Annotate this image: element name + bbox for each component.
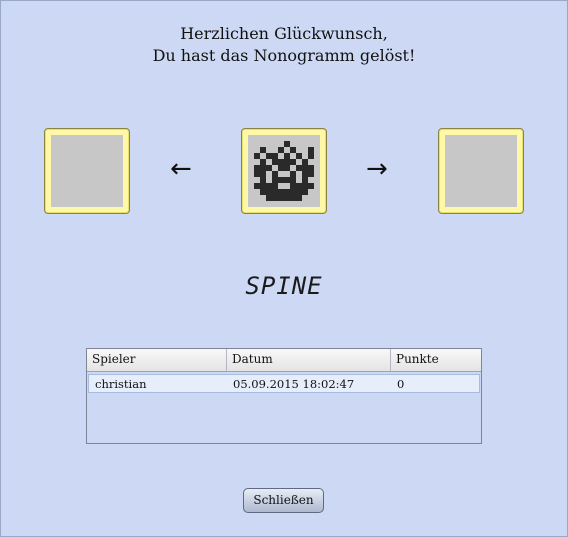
puzzle-title: SPINE bbox=[245, 272, 323, 300]
score-table: Spieler Datum Punkte christian 05.09.201… bbox=[86, 348, 482, 444]
column-header-date[interactable]: Datum bbox=[227, 349, 391, 371]
column-header-points[interactable]: Punkte bbox=[396, 352, 439, 366]
next-puzzle-tile[interactable] bbox=[438, 128, 524, 214]
congrats-line-1: Herzlichen Glückwunsch, bbox=[180, 24, 388, 43]
cell-player: christian bbox=[95, 377, 147, 391]
right-arrow-icon: → bbox=[366, 154, 388, 184]
congrats-line-2: Du hast das Nonogramm gelöst! bbox=[152, 46, 416, 65]
column-header-player[interactable]: Spieler bbox=[87, 349, 227, 371]
cell-points: 0 bbox=[397, 377, 405, 391]
score-table-header: Spieler Datum Punkte bbox=[87, 349, 481, 372]
cell-date: 05.09.2015 18:02:47 bbox=[233, 377, 355, 391]
next-puzzle-thumbnail bbox=[445, 135, 517, 207]
previous-puzzle-thumbnail bbox=[51, 135, 123, 207]
table-row[interactable]: christian 05.09.2015 18:02:47 0 bbox=[88, 374, 480, 393]
left-arrow-icon: ← bbox=[170, 154, 192, 184]
solved-puzzle-thumbnail bbox=[248, 135, 320, 207]
nonogram-solution-image bbox=[254, 141, 314, 201]
solved-puzzle-tile bbox=[241, 128, 327, 214]
close-button[interactable]: Schließen bbox=[243, 488, 324, 513]
previous-puzzle-tile[interactable] bbox=[44, 128, 130, 214]
